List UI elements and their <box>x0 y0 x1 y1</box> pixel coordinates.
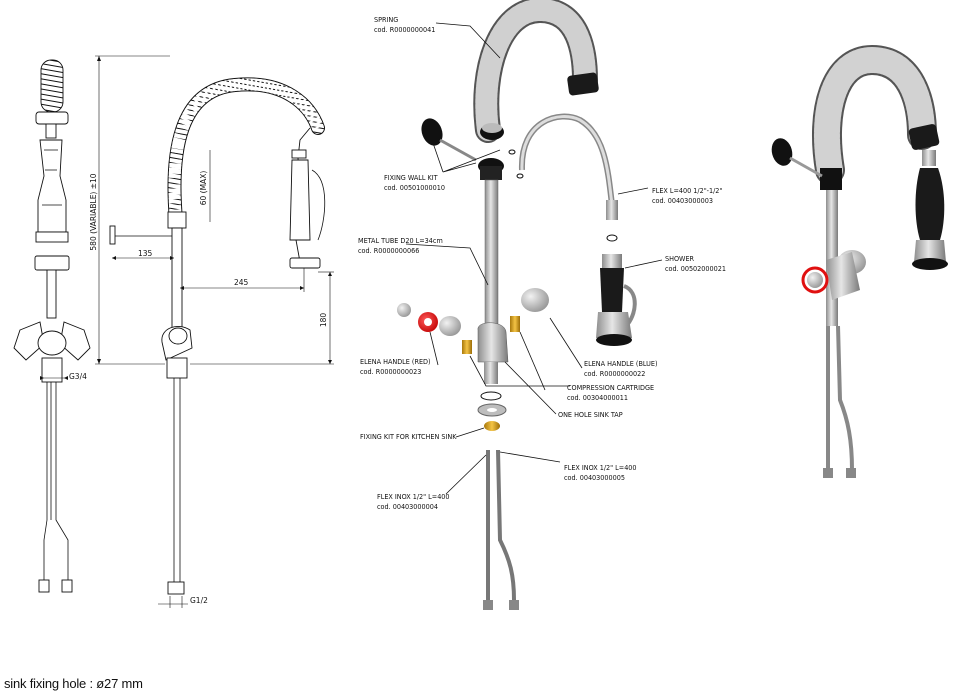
part-label-flex-inox-a: FLEX INOX 1/2" L=400 <box>564 463 637 472</box>
part-code-flex-inox-b: cod. 00403000004 <box>377 502 438 511</box>
side-view-drawing: 580 (VARIABLE) ±10 135 60 (MAX) <box>89 55 334 608</box>
part-code-shower: cod. 00502000021 <box>665 264 726 273</box>
part-label-compression-cartridge: COMPRESSION CARTRIDGE <box>567 383 654 392</box>
inlet-thread-label: G3/4 <box>69 372 87 381</box>
part-code-metal-tube: cod. R0000000066 <box>358 246 419 255</box>
part-label-shower: SHOWER <box>665 254 695 263</box>
exploded-view: SPRING cod. R0000000041 FIXING WALL KIT … <box>358 0 726 610</box>
reach-label: 245 <box>234 278 249 287</box>
part-label-elena-handle-red: ELENA HANDLE (RED) <box>360 357 431 366</box>
part-code-flex-l400: cod. 00403000003 <box>652 196 713 205</box>
part-label-flex-inox-b: FLEX INOX 1/2" L=400 <box>377 492 450 501</box>
part-code-elena-handle-blue: cod. R0000000022 <box>584 369 645 378</box>
part-code-fixing-wall-kit: cod. 00501000010 <box>384 183 445 192</box>
tap-height-label: 180 <box>319 313 328 328</box>
offset-wall-label: 135 <box>138 249 153 258</box>
part-label-one-hole-sink-tap: ONE HOLE SINK TAP <box>558 410 623 419</box>
part-label-flex-l400: FLEX L=400 1/2"-1/2" <box>652 186 722 195</box>
flex-thread-label: G1/2 <box>190 596 208 605</box>
height-total-label: 580 (VARIABLE) ±10 <box>89 173 98 250</box>
part-label-fixing-wall-kit: FIXING WALL KIT <box>384 173 438 182</box>
hose-height-label: 60 (MAX) <box>199 171 208 206</box>
part-code-compression-cartridge: cod. 00304000011 <box>567 393 628 402</box>
part-label-spring: SPRING <box>374 15 398 24</box>
assembled-render <box>771 44 948 478</box>
sink-fixing-hole-note: sink fixing hole : ø27 mm <box>4 676 143 691</box>
part-label-elena-handle-blue: ELENA HANDLE (BLUE) <box>584 359 657 368</box>
front-view-drawing: G3/4 <box>13 59 91 593</box>
part-code-spring: cod. R0000000041 <box>374 25 435 34</box>
part-code-flex-inox-a: cod. 00403000005 <box>564 473 625 482</box>
part-label-fixing-kit-sink: FIXING KIT FOR KITCHEN SINK <box>360 432 457 441</box>
part-code-elena-handle-red: cod. R0000000023 <box>360 367 421 376</box>
part-label-metal-tube: METAL TUBE D20 L=34cm <box>358 236 443 245</box>
